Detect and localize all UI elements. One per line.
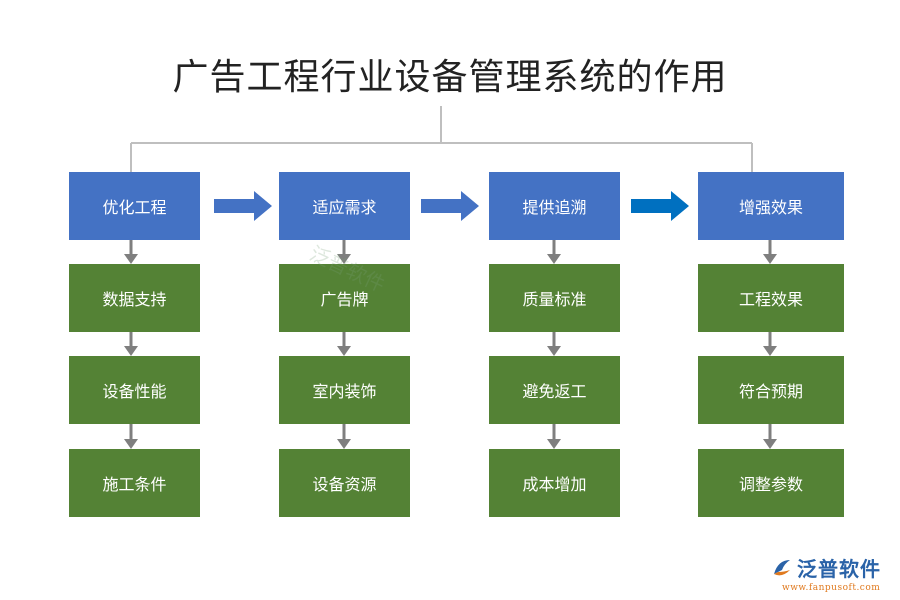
diagram-title: 广告工程行业设备管理系统的作用: [172, 57, 728, 98]
item-box-1-1: 数据支持: [69, 264, 200, 332]
item-box-2-1: 广告牌: [279, 264, 410, 332]
down-arrow-head-3-2: [547, 346, 561, 356]
head-box-4: 增强效果: [698, 172, 844, 240]
down-arrow-head-3-1: [547, 254, 561, 264]
item-box-3-2: 避免返工: [489, 356, 620, 424]
down-arrow-head-1-2: [124, 346, 138, 356]
down-arrow-head-4-2: [763, 346, 777, 356]
down-arrow-head-1-3: [124, 439, 138, 449]
down-arrow-head-2-3: [337, 439, 351, 449]
brand-name: 泛普软件: [797, 557, 881, 581]
down-arrow-head-4-1: [763, 254, 777, 264]
item-box-2-3: 设备资源: [279, 449, 410, 517]
item-box-4-1: 工程效果: [698, 264, 844, 332]
down-arrow-head-4-3: [763, 439, 777, 449]
flow-arrow-1: [214, 191, 272, 221]
brand-url: www.fanpusoft.com: [782, 583, 881, 593]
brand-logo: 泛普软件 www.fanpusoft.com: [770, 553, 895, 598]
item-box-3-1: 质量标准: [489, 264, 620, 332]
down-arrow-head-2-2: [337, 346, 351, 356]
head-box-3: 提供追溯: [489, 172, 620, 240]
brand-mark-icon: [774, 560, 790, 576]
down-arrow-head-1-1: [124, 254, 138, 264]
flow-arrow-2: [421, 191, 479, 221]
head-box-2: 适应需求: [279, 172, 410, 240]
down-arrow-head-3-3: [547, 439, 561, 449]
down-arrow-head-2-1: [337, 254, 351, 264]
item-box-1-2: 设备性能: [69, 356, 200, 424]
head-box-1: 优化工程: [69, 172, 200, 240]
flow-arrow-3: [631, 191, 689, 221]
item-box-4-2: 符合预期: [698, 356, 844, 424]
item-box-4-3: 调整参数: [698, 449, 844, 517]
item-box-3-3: 成本增加: [489, 449, 620, 517]
item-box-1-3: 施工条件: [69, 449, 200, 517]
item-box-2-2: 室内装饰: [279, 356, 410, 424]
